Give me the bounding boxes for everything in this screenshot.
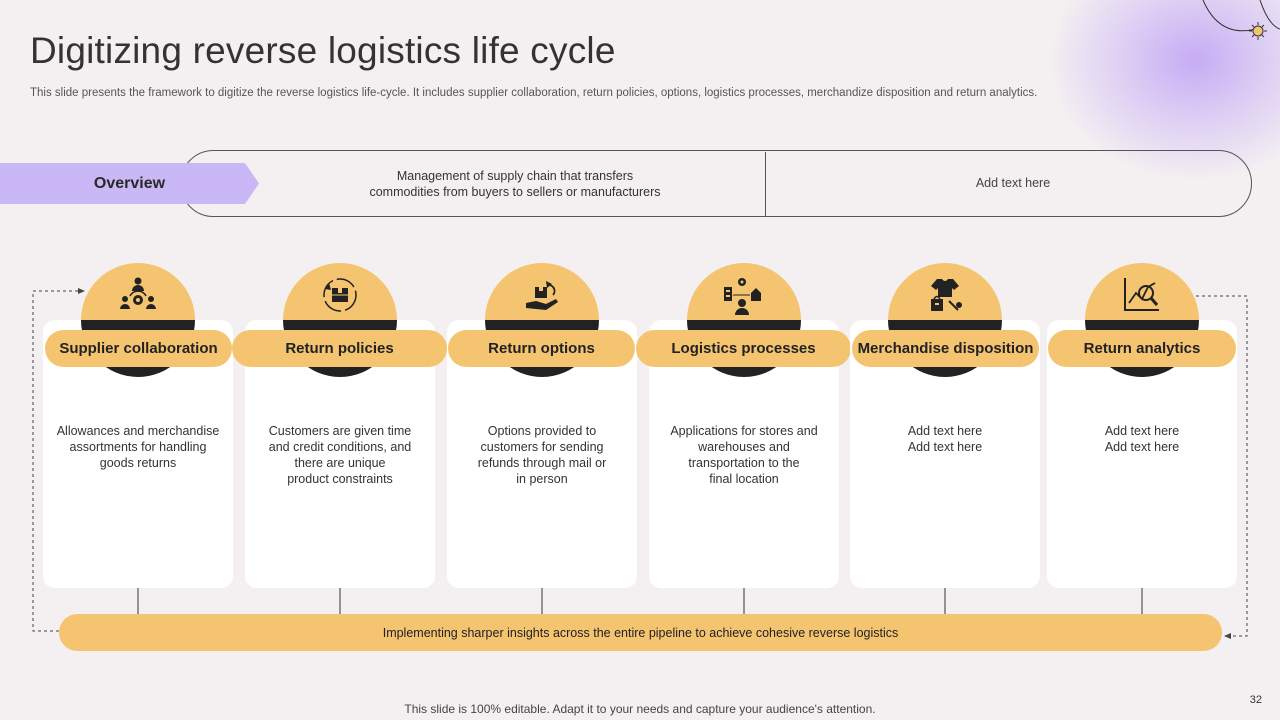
- return-box-icon: [323, 278, 357, 312]
- slide-subtitle: This slide presents the framework to dig…: [30, 87, 1038, 99]
- overview-tag: Overview: [0, 163, 259, 204]
- stage-description: Allowances and merchandise assortments f…: [50, 423, 226, 471]
- hand-package-return-icon: [526, 281, 558, 310]
- stage-title-pill: Return options: [448, 330, 635, 367]
- stage-description-line: and credit conditions, and: [268, 440, 412, 454]
- stage-title-pill: Logistics processes: [636, 330, 851, 367]
- stage-title: Supplier collaboration: [59, 340, 218, 357]
- stage-description: Customers are given time and credit cond…: [252, 423, 428, 487]
- stage-title: Return analytics: [1083, 340, 1201, 357]
- stage-description-line: Allowances and merchandise: [56, 424, 220, 438]
- overview-label: Overview: [93, 174, 166, 192]
- overview-divider: [765, 152, 766, 216]
- stage-description-line: Options provided to: [487, 424, 597, 438]
- overview-description: Management of supply chain that transfer…: [260, 168, 770, 200]
- overview-description-line: Management of supply chain that transfer…: [396, 169, 634, 183]
- analytics-chart-icon: [1124, 278, 1159, 311]
- stage-description-line: transportation to the: [688, 456, 800, 470]
- stage-description-line: Customers are given time: [268, 424, 412, 438]
- stage-title: Return policies: [285, 340, 394, 357]
- stage-description-line: assortments for handling: [69, 440, 207, 454]
- stage-title: Logistics processes: [671, 340, 816, 357]
- stage-description: Add text here Add text here: [1054, 423, 1230, 455]
- stage-title-pill: Supplier collaboration: [45, 330, 232, 367]
- stage-description-line: customers for sending: [480, 440, 604, 454]
- stage-description-line: Add text here: [1104, 424, 1180, 438]
- stage-description-line: warehouses and: [698, 440, 790, 454]
- stage-description-line: product constraints: [287, 472, 393, 486]
- stage-description-line: goods returns: [99, 456, 177, 470]
- slide-title: Digitizing reverse logistics life cycle: [30, 30, 616, 71]
- summary-text: Implementing sharper insights across the…: [382, 625, 899, 640]
- stage-description-line: there are unique: [294, 456, 386, 470]
- stage-title-pill: Merchandise disposition: [852, 330, 1039, 367]
- stage-description-line: Applications for stores and: [670, 424, 818, 438]
- stage-description-line: Add text here: [1104, 440, 1180, 454]
- supplier-gear-icon: [120, 277, 156, 309]
- summary-bar: Implementing sharper insights across the…: [59, 614, 1222, 651]
- stage-description-line: refunds through mail or: [477, 456, 607, 470]
- stage-description-line: Add text here: [907, 440, 983, 454]
- overview-description-line: commodities from buyers to sellers or ma…: [369, 185, 661, 199]
- stage-description: Options provided to customers for sendin…: [454, 423, 630, 487]
- stage-description: Add text here Add text here: [857, 423, 1033, 455]
- slide-footer: This slide is 100% editable. Adapt it to…: [404, 702, 876, 716]
- stage-description-line: Add text here: [907, 424, 983, 438]
- stage-title-pill: Return analytics: [1048, 330, 1236, 367]
- stage-description-line: in person: [516, 472, 568, 486]
- stage-title: Return options: [488, 340, 595, 357]
- logistics-network-icon: [724, 278, 761, 315]
- stage-description: Applications for stores and warehouses a…: [656, 423, 832, 487]
- stage-title: Merchandise disposition: [857, 340, 1034, 357]
- shirt-bag-icon: [931, 279, 962, 311]
- stage-description-line: final location: [709, 472, 779, 486]
- decorative-sun-icon: [1202, 0, 1280, 40]
- stage-title-pill: Return policies: [232, 330, 447, 367]
- page-number: 32: [1249, 694, 1262, 706]
- overview-placeholder-text: Add text here: [975, 176, 1051, 190]
